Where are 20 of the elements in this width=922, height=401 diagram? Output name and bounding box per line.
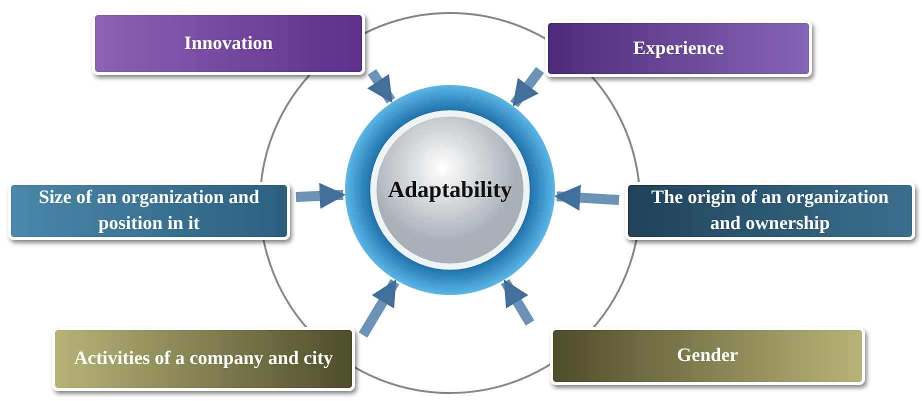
- arrow: [554, 184, 620, 211]
- factor-box: [545, 20, 812, 77]
- arrow: [367, 69, 396, 104]
- factor-label: The origin of an organization and ownership: [650, 186, 890, 236]
- factor-label: Gender: [676, 344, 738, 368]
- factor-box: [625, 182, 915, 240]
- factor-box: [550, 327, 865, 385]
- arrow: [500, 279, 534, 326]
- center-circle: [345, 85, 555, 295]
- arrow: [296, 182, 346, 209]
- factor-box: [8, 182, 290, 240]
- arrow: [510, 67, 544, 108]
- factor-label: Activities of a company and city: [74, 347, 334, 372]
- factor-label: Size of an organization and position in it: [38, 186, 260, 236]
- arrow: [358, 279, 400, 338]
- factor-box: [52, 327, 355, 391]
- factor-label: Innovation: [184, 32, 273, 56]
- factor-box: [92, 12, 365, 75]
- factor-label: Experience: [633, 36, 724, 61]
- center-label: Adaptability: [388, 177, 512, 203]
